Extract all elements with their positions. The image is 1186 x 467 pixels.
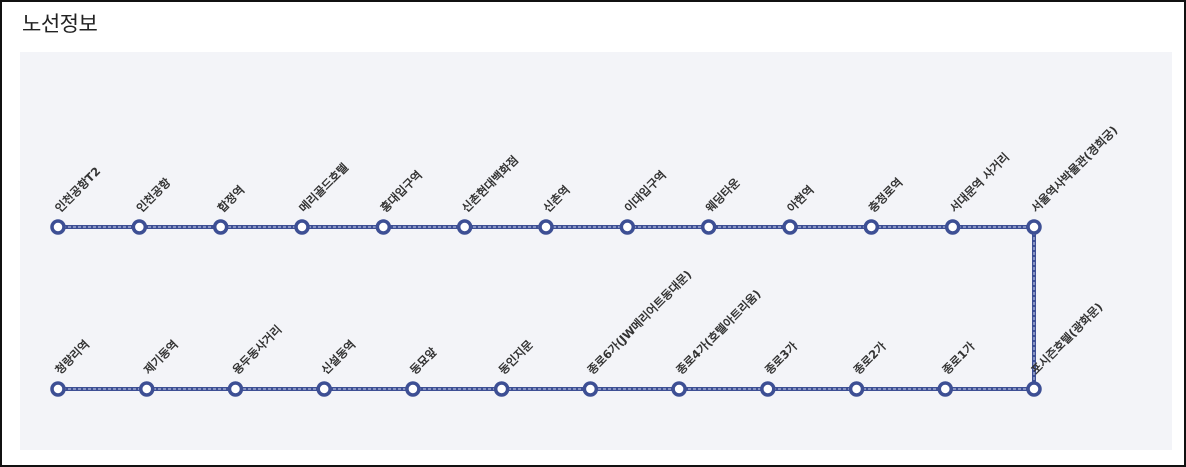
stop-label: 동인지문 [496,337,536,377]
stop-marker[interactable] [944,219,961,235]
stop-label: 종로1가 [939,339,977,377]
stop-marker[interactable] [619,219,636,235]
stop-label: 용두동사거리 [230,322,285,377]
bottom-row-stop[interactable]: 신설동역 [316,337,358,397]
top-row-stop[interactable]: 홍대입구역 [375,168,425,235]
stop-marker[interactable] [582,381,599,397]
page-title: 노선정보 [22,12,98,36]
stop-marker[interactable] [294,219,310,235]
stop-label: 종로4가(호텔아트리움) [673,287,763,377]
bottom-row-stop[interactable]: 종로3가 [760,339,801,397]
stop-marker[interactable] [863,219,880,235]
stop-marker[interactable] [782,219,798,235]
stop-label: 서울역사박물관(경희궁) [1028,123,1120,215]
top-row-stop[interactable]: 이대입구역 [619,168,669,235]
stop-label: 신설동역 [318,337,358,377]
top-row-stop[interactable]: 인천공항T2 [50,164,103,235]
top-row-stop[interactable]: 서대문역 사거리 [944,150,1012,235]
top-row-stop[interactable]: 서울역사박물관(경희궁) [1026,123,1120,235]
stop-label: 포시즌호텔(광화문) [1028,300,1105,377]
bottom-row-stop[interactable]: 포시즌호텔(광화문) [1026,300,1105,397]
stop-marker[interactable] [131,219,148,235]
stop-label: 신촌현대백화점 [459,153,521,215]
stop-marker[interactable] [227,381,244,397]
stop-marker[interactable] [671,381,687,397]
stop-marker[interactable] [50,381,66,397]
top-row-stop[interactable]: 메리골드호텔 [294,160,351,235]
bottom-row-stop[interactable]: 종로4가(호텔아트리움) [671,287,764,397]
stop-label: 종로3가 [762,339,800,377]
stop-marker[interactable] [937,381,954,397]
stop-marker[interactable] [1026,381,1042,397]
stop-label: 합정역 [215,183,247,215]
stop-label: 제기동역 [141,337,181,377]
stop-marker[interactable] [456,219,473,235]
bottom-row-stop[interactable]: 청량리역 [50,337,92,397]
stop-label: 웨딩타운 [703,175,743,215]
stop-label: 청량리역 [52,337,92,377]
stop-label: 이대입구역 [622,168,669,215]
stop-label: 신촌역 [540,183,572,215]
stop-label: 종로6가(JW메리어트동대문) [585,267,695,377]
route-map-area [20,52,1172,450]
stop-marker[interactable] [493,381,510,397]
stop-label: 충정로역 [866,175,906,215]
stop-label: 동묘앞 [407,344,440,377]
stop-label: 종로2가 [851,339,889,377]
stop-marker[interactable] [538,219,554,235]
stop-marker[interactable] [700,219,717,235]
stop-marker[interactable] [760,381,776,397]
stop-marker[interactable] [405,381,421,397]
bottom-row-stop[interactable]: 종로1가 [937,339,978,397]
stop-label: 서대문역 사거리 [947,150,1012,215]
stop-label: 인천공항 [134,175,174,215]
stop-label: 홍대입구역 [378,168,425,215]
bottom-row-stop[interactable]: 제기동역 [138,337,181,397]
bottom-row-stop[interactable]: 종로2가 [848,339,890,397]
stop-label: 아현역 [784,183,816,215]
stop-marker[interactable] [1026,219,1042,235]
stop-marker[interactable] [138,381,155,397]
stop-marker[interactable] [316,381,332,397]
top-row-stop[interactable]: 웨딩타운 [700,175,743,235]
bottom-row-stop[interactable]: 용두동사거리 [227,322,285,397]
stop-label: 인천공항T2 [52,164,103,215]
top-row-stop[interactable]: 인천공항 [131,175,174,235]
stop-marker[interactable] [848,381,865,397]
bottom-row-stop[interactable]: 동인지문 [493,337,536,397]
stop-marker[interactable] [50,219,66,235]
top-row-stop[interactable]: 신촌현대백화점 [456,153,521,235]
stop-marker[interactable] [212,219,229,235]
stop-marker[interactable] [375,219,392,235]
stop-label: 메리골드호텔 [296,160,351,215]
top-row-stop[interactable]: 충정로역 [863,175,906,235]
bottom-row-stop[interactable]: 종로6가(JW메리어트동대문) [582,267,695,397]
